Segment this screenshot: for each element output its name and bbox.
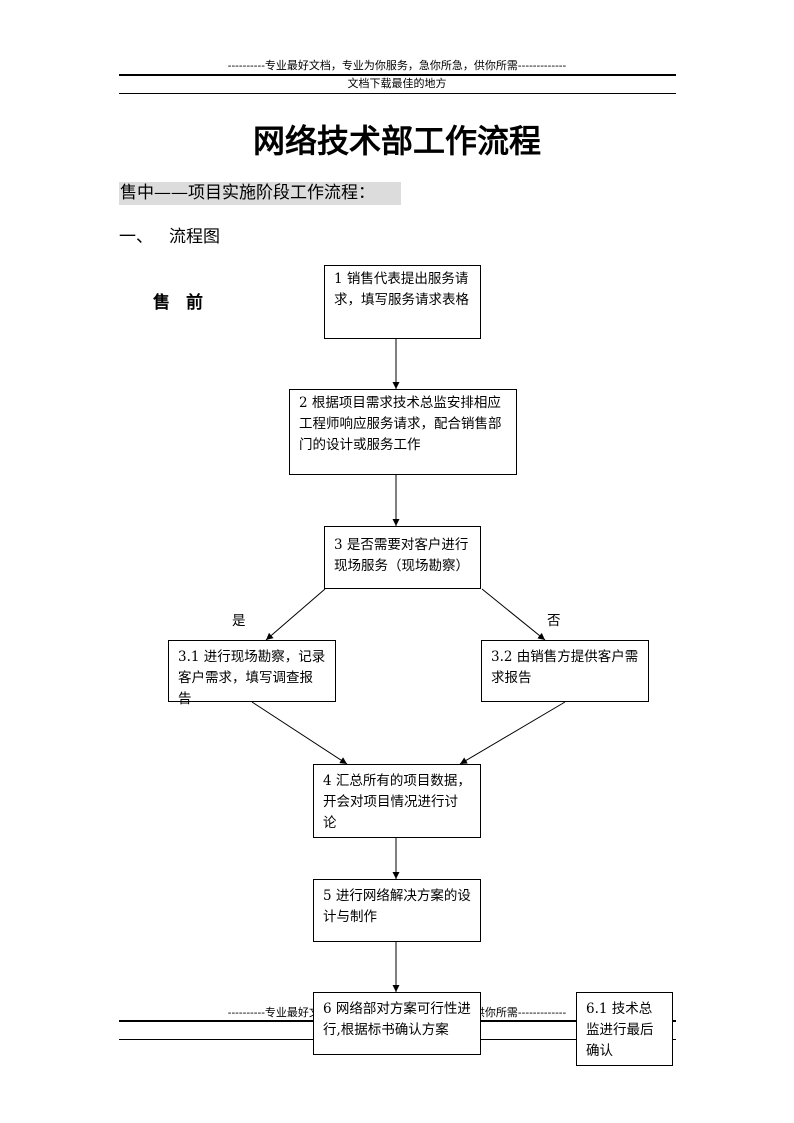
section-heading: 一、流程图	[119, 226, 220, 248]
flow-node-4: 4 汇总所有的项目数据，开会对项目情况进行讨论	[313, 764, 481, 838]
stage-label: 售前	[153, 293, 219, 313]
flow-node-6-1: 6.1 技术总监进行最后确认	[576, 992, 673, 1066]
flow-node-1: 1 销售代表提出服务请求，填写服务请求表格	[324, 265, 481, 339]
flow-node-3-1: 3.1 进行现场勘察，记录客户需求，填写调查报告	[168, 640, 336, 707]
flow-node-3: 3 是否需要对客户进行现场服务（现场勘察）	[324, 526, 481, 589]
section-label: 流程图	[169, 227, 220, 247]
phase-heading: 售中——项目实施阶段工作流程：	[119, 182, 401, 205]
arrow-3-to-3-2	[481, 588, 546, 641]
document-title: 网络技术部工作流程	[252, 122, 541, 160]
arrow-3-2-to-4	[459, 701, 566, 765]
arrow-3-1-to-4	[251, 701, 348, 765]
section-number: 一、	[119, 227, 153, 247]
arrow-3-to-3-1	[265, 588, 326, 641]
header-rule-bottom	[119, 93, 676, 94]
flow-node-5: 5 进行网络解决方案的设计与制作	[313, 879, 481, 942]
flow-node-2: 2 根据项目需求技术总监安排相应工程师响应服务请求，配合销售部门的设计或服务工作	[289, 389, 517, 475]
flow-node-3-2: 3.2 由销售方提供客户需求报告	[481, 640, 649, 702]
flow-node-6: 6 网络部对方案可行性进行,根据标书确认方案	[313, 992, 481, 1055]
branch-label-yes: 是	[232, 613, 246, 629]
branch-label-no: 否	[547, 613, 561, 629]
header-subtitle: 文档下载最佳的地方	[347, 77, 447, 90]
header-rule-top	[119, 74, 676, 76]
header-slogan: ----------专业最好文档，专业为你服务，急你所急，供你所需-------…	[227, 59, 567, 72]
